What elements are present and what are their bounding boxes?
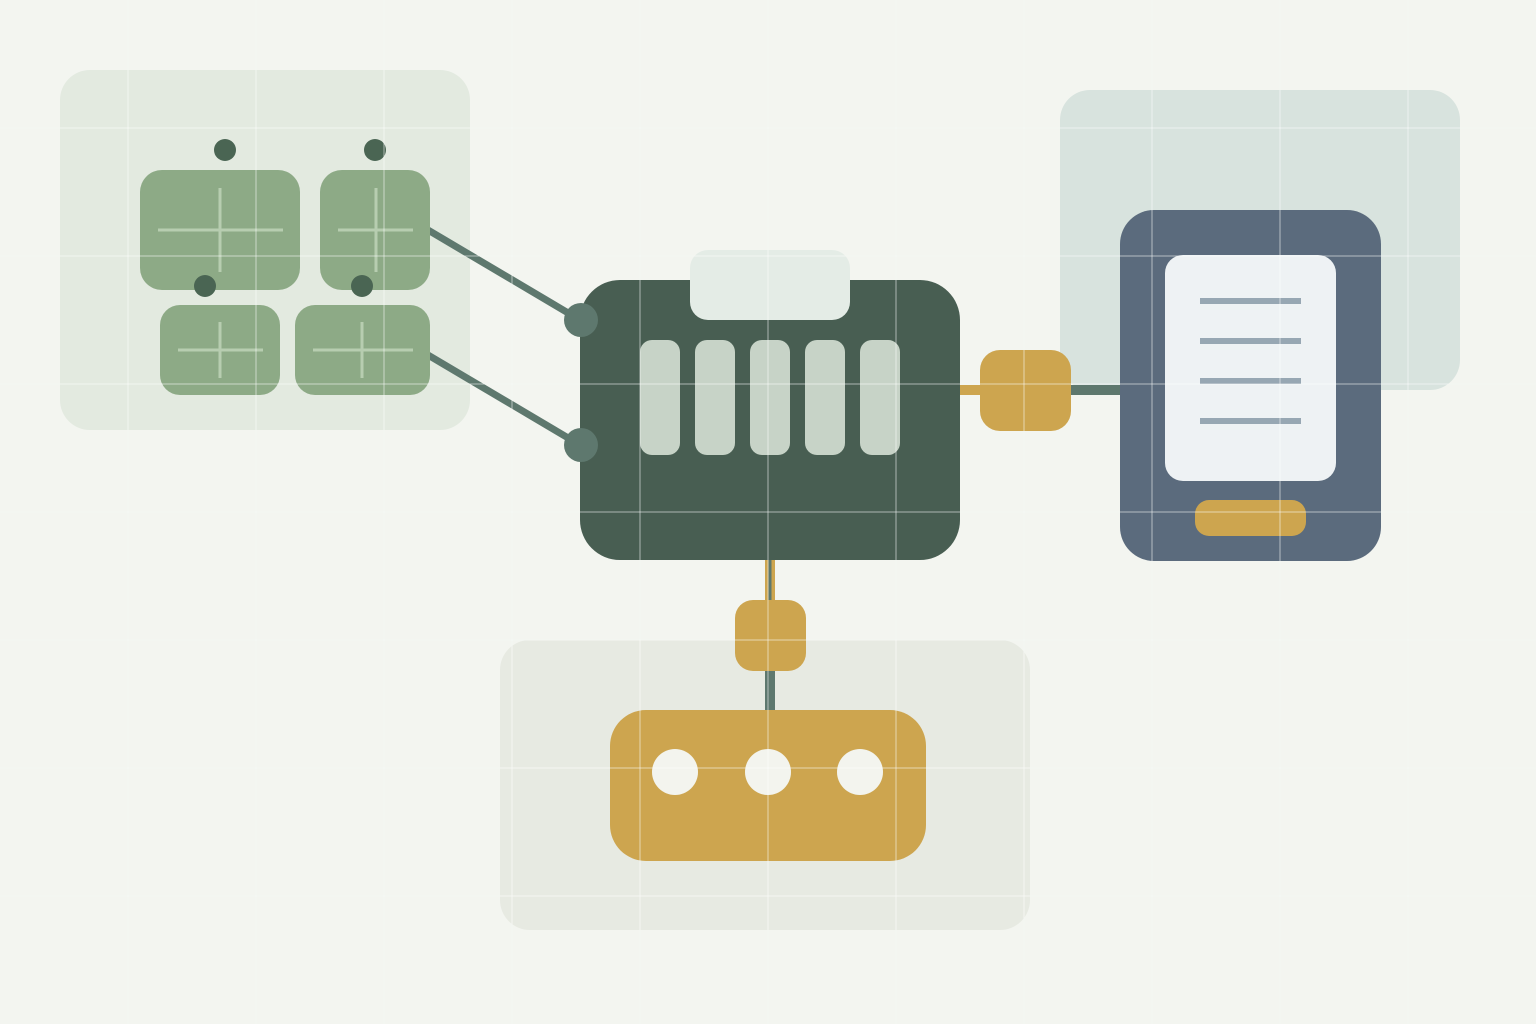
tablet-icon xyxy=(1120,210,1381,561)
hub-cell-3 xyxy=(750,340,790,455)
hub-cell-1 xyxy=(640,340,680,455)
solar-grid-icon xyxy=(140,139,430,395)
wire-solar-bottom xyxy=(426,351,582,449)
battery-hub-icon xyxy=(564,250,960,560)
hub-cell-4 xyxy=(805,340,845,455)
connector-icon-bottom xyxy=(735,600,806,671)
hub-top-tab xyxy=(690,250,850,320)
hub-cell-5 xyxy=(860,340,900,455)
module-2-terminal xyxy=(364,139,386,161)
device-screen xyxy=(1165,255,1336,481)
hub-cell-2 xyxy=(695,340,735,455)
hub-input-port-bottom xyxy=(564,428,598,462)
connector-icon-right xyxy=(980,350,1071,431)
module-3-terminal xyxy=(194,275,216,297)
socket-outlet-3 xyxy=(837,749,883,795)
module-4-terminal xyxy=(351,275,373,297)
wire-solar-top xyxy=(426,226,582,324)
socket-outlet-1 xyxy=(652,749,698,795)
device-home-button xyxy=(1195,500,1306,536)
hub-input-port-top xyxy=(564,303,598,337)
module-1-terminal xyxy=(214,139,236,161)
